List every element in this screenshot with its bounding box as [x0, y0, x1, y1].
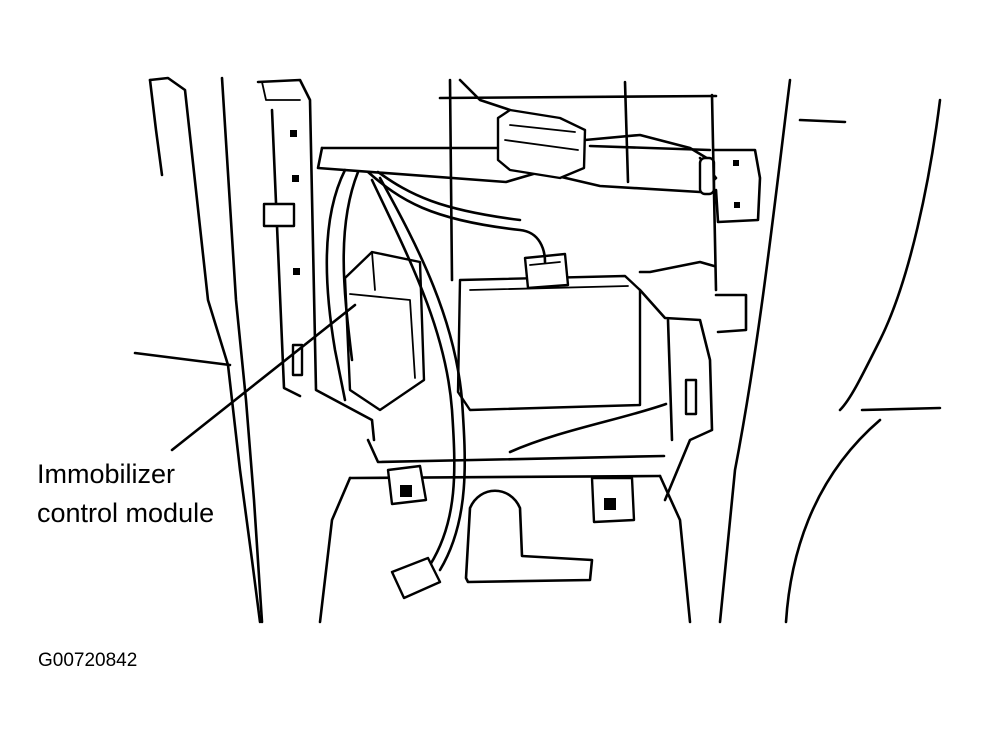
right-upper-bracket — [712, 148, 762, 224]
callout-leader-line — [170, 303, 357, 452]
background-panel — [438, 78, 718, 292]
immobilizer-callout-label: Immobilizer control module — [37, 455, 214, 533]
figure-id: G00720842 — [38, 650, 138, 671]
right-dash-panel — [718, 78, 942, 624]
lower-console-tray — [318, 438, 692, 624]
callout-line-1: Immobilizer — [37, 459, 176, 489]
callout-line-2: control module — [37, 498, 215, 528]
main-receiver-box — [456, 252, 642, 412]
left-dash-panel — [133, 76, 264, 624]
upper-harness-connector — [458, 78, 716, 196]
wire-harness — [325, 168, 547, 600]
immobilizer-module — [343, 250, 426, 412]
right-console-side — [508, 260, 748, 502]
left-mounting-bracket — [256, 78, 376, 442]
